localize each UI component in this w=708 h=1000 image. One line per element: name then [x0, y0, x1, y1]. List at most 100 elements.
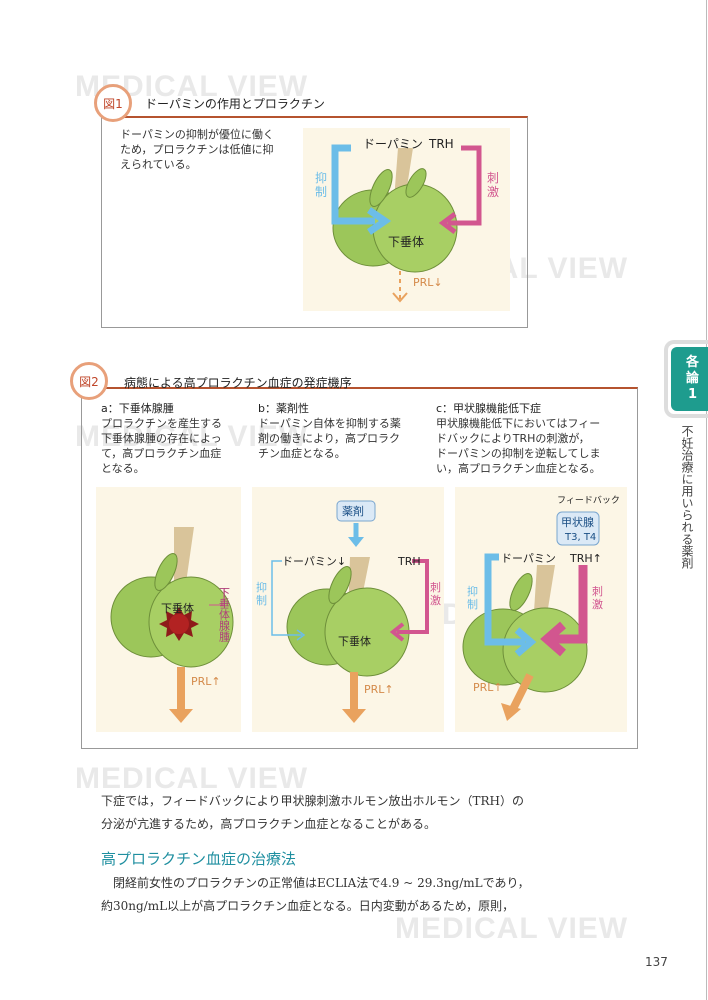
stimulate-arrow	[448, 145, 482, 226]
stimulate-arrow	[397, 559, 429, 634]
column-heading: b：薬剤性	[258, 402, 309, 415]
paragraph-line: 約30ng/mL以上が高プロラクチン血症となる。日内変動があるため，原則，	[101, 899, 515, 913]
pituitary-lobe	[502, 607, 588, 693]
label-prl: PRL↑	[364, 683, 394, 696]
label-trh: TRH	[397, 555, 421, 568]
column-line: 剤の働きにより，高プロラク	[258, 432, 401, 445]
figure-1-description: ドーパミンの抑制が優位に働く ため，プロラクチンは低値に抑 えられている。	[120, 127, 274, 172]
inhibit-arrow	[331, 144, 375, 225]
stimulate-arrowhead	[389, 622, 405, 642]
label-prl: PRL↓	[413, 276, 443, 289]
label-trh: TRH	[428, 137, 454, 151]
drug-induced-diagram: 薬剤 ドーパミン↓ TRH 抑 制 刺 激 下垂体 PRL↑	[256, 500, 441, 723]
pituitary-diagram: ドーパミン TRH 抑 制 刺 激 下垂体 PRL↓	[315, 137, 499, 303]
column-heading: c：甲状腺機能低下症	[436, 402, 542, 415]
paragraph-line: 閉経前女性のプロラクチンの正常値はECLIA法で4.9 ~ 29.3ng/mLで…	[101, 876, 530, 890]
pituitary-lobe	[154, 553, 178, 591]
watermark: MEDICAL VIEW	[75, 762, 309, 795]
label-stimulate: 激	[430, 593, 441, 607]
label-feedback: フィードバック	[557, 495, 620, 506]
figure-2-frame	[81, 387, 638, 749]
figure-1-frame	[101, 116, 528, 328]
column-line: ドバックによりTRHの刺激が，	[436, 432, 590, 445]
figure-1-illustration: ドーパミン TRH 抑 制 刺 激 下垂体 PRL↓	[303, 128, 510, 311]
inhibit-arrow	[271, 560, 302, 636]
label-drug: 薬剤	[342, 504, 364, 518]
inhibit-arrowhead	[367, 207, 392, 235]
label-prl: PRL↑	[473, 681, 503, 694]
pituitary-lobe	[369, 169, 393, 207]
column-line: 甲状腺機能低下においてはフィー	[436, 417, 601, 430]
label-adenoma: 下垂体腺腫	[218, 587, 231, 643]
desc-line: えられている。	[120, 158, 197, 171]
chapter-title-vertical: 不妊治療に用いられる薬剤	[680, 425, 694, 569]
label-pituitary: 下垂体	[388, 235, 424, 249]
column-line: プロラクチンを産生する	[101, 417, 222, 430]
label-stimulate: 激	[487, 185, 499, 199]
tab-char: 論	[685, 371, 699, 386]
column-line: となる。	[101, 462, 145, 475]
stimulate-arrow	[553, 565, 588, 644]
label-pituitary: 下垂体	[338, 634, 371, 648]
label-dopamine: ドーパミン	[363, 137, 423, 151]
column-heading: a：下垂体腺腫	[101, 402, 174, 415]
figure-2-panel-b: 薬剤 ドーパミン↓ TRH 抑 制 刺 激 下垂体 PRL↑	[252, 487, 444, 732]
chapter-tab[interactable]: 各 論 1	[664, 340, 708, 418]
label-t3-t4: T3, T4	[564, 532, 596, 543]
label-inhibit: 制	[256, 594, 267, 607]
figure-2-panel-a: 下垂体 下垂体腺腫 PRL↑	[96, 487, 241, 732]
label-prl: PRL↑	[191, 675, 221, 688]
watermark: MEDICAL VIEW	[395, 912, 629, 945]
drug-arrowhead	[348, 537, 364, 547]
pituitary-adenoma-diagram: 下垂体 下垂体腺腫 PRL↑	[110, 527, 234, 723]
figure-2-column-b: b：薬剤性 ドーパミン自体を抑制する薬 剤の働きにより，高プロラク チン血症とな…	[258, 401, 401, 461]
watermark: MEDICAL VIEW	[75, 420, 309, 453]
pituitary-lobe	[509, 573, 533, 611]
page-number: 137	[645, 955, 668, 969]
label-inhibit: 制	[315, 185, 327, 199]
label-dopamine: ドーパミン	[501, 552, 556, 565]
thyroid-box	[556, 511, 600, 546]
column-line: て，高プロラクチン血症	[101, 447, 222, 460]
column-line: 下垂体腺腫の存在によっ	[101, 432, 222, 445]
body-line: 下症では，フィードバックにより甲状腺刺激ホルモン放出ホルモン（TRH）の	[101, 794, 525, 808]
inhibit-arrowhead	[514, 627, 537, 657]
column-line: チン血症となる。	[258, 447, 346, 460]
figure-2-title: 病態による高プロラクチン血症の発症機序	[124, 376, 352, 390]
prl-arrowhead	[342, 709, 366, 723]
figure-2-column-a: a：下垂体腺腫 プロラクチンを産生する 下垂体腺腫の存在によっ て，高プロラクチ…	[101, 401, 222, 476]
inhibit-arrow	[484, 553, 525, 646]
tab-char: 各	[685, 355, 699, 370]
figure-1-title: ドーパミンの作用とプロラクチン	[145, 97, 325, 111]
prl-arrowhead	[501, 703, 521, 721]
section-heading: 高プロラクチン血症の治療法	[101, 850, 297, 868]
label-inhibit: 制	[467, 598, 478, 611]
stimulate-arrowhead	[540, 621, 566, 657]
label-pituitary: 下垂体	[161, 601, 194, 615]
page-edge-line	[706, 0, 707, 1000]
column-line: ドーパミンの抑制を逆転してしま	[436, 447, 601, 460]
column-line: ドーパミン自体を抑制する薬	[258, 417, 401, 430]
figure-2-badge: 図2	[70, 362, 108, 400]
adenoma-pointer	[209, 589, 225, 606]
prl-arrow	[509, 673, 534, 711]
label-stimulate: 刺	[592, 585, 603, 598]
hypothyroidism-diagram: フィードバック 甲状腺 T3, T4 ドーパミン TRH↑ 抑 制 刺 激 PR…	[462, 495, 620, 721]
inhibit-arrowhead	[296, 629, 306, 641]
pituitary-lobe	[405, 168, 427, 198]
tab-char: 1	[687, 387, 698, 402]
stimulate-arrowhead	[438, 212, 457, 234]
adenoma-core	[169, 614, 189, 634]
body-line: 分泌が亢進するため，高プロラクチン血症となることがある。	[101, 817, 437, 831]
label-trh: TRH↑	[569, 552, 602, 565]
figure-2-column-c: c：甲状腺機能低下症 甲状腺機能低下においてはフィー ドバックによりTRHの刺激…	[436, 401, 601, 476]
column-line: い，高プロラクチン血症となる。	[436, 462, 601, 475]
drug-box	[336, 500, 376, 522]
label-inhibit: 抑	[256, 580, 267, 594]
prl-arrowhead	[392, 292, 408, 303]
label-dopamine: ドーパミン↓	[282, 555, 346, 568]
label-inhibit: 抑	[467, 584, 478, 598]
pituitary-lobe	[328, 566, 352, 604]
prl-arrowhead	[169, 709, 193, 723]
label-inhibit: 抑	[315, 170, 327, 185]
